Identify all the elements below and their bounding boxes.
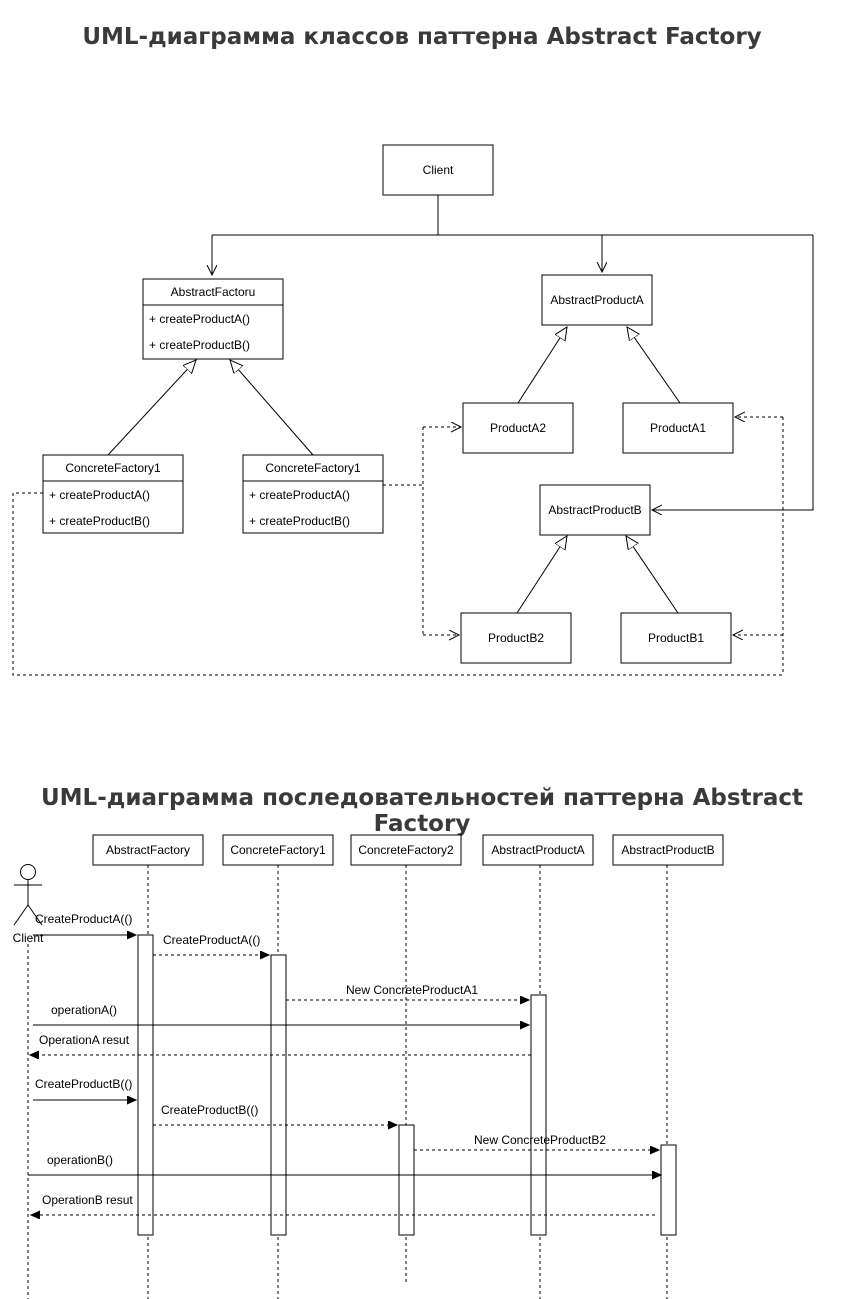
- product-a2-class: ProductA2: [462, 402, 574, 454]
- message-label-3: New ConcreteProductA1: [346, 983, 478, 997]
- participant-abstract-factory: AbstractFactory: [92, 834, 204, 866]
- abstract-factory-name: AbstractFactoru: [171, 285, 256, 299]
- participant-abstract-product-a: AbstractProductA: [482, 834, 594, 866]
- activation-concrete-factory2: [398, 1124, 415, 1236]
- abstract-product-a-label: AbstractProductA: [550, 293, 643, 307]
- concrete-factory-left-method-b: + createProductB(): [49, 514, 150, 528]
- message-label-5: OperationA resut: [39, 1033, 130, 1047]
- sequence-messages: [28, 935, 661, 1215]
- abstract-factory-class: AbstractFactoru + createProductA() + cre…: [142, 278, 284, 360]
- participant-abstract-product-b-label: AbstractProductB: [621, 843, 714, 857]
- concrete-factory-right-class: ConcreteFactory1 + createProductA() + cr…: [242, 454, 384, 534]
- product-b1-class: ProductB1: [620, 612, 732, 664]
- concrete-factory-right-method-b: + createProductB(): [249, 514, 350, 528]
- concrete-factory-left-name: ConcreteFactory1: [65, 461, 161, 475]
- activation-concrete-factory1: [270, 954, 287, 1236]
- abstract-factory-method-b: + createProductB(): [149, 338, 250, 352]
- abstract-product-b-label: AbstractProductB: [548, 503, 641, 517]
- participant-abstract-product-a-label: AbstractProductA: [491, 843, 584, 857]
- message-label-6: CreateProductB((): [35, 1077, 132, 1091]
- message-label-8: New ConcreteProductB2: [474, 1133, 606, 1147]
- abstract-factory-method-a: + createProductA(): [149, 312, 250, 326]
- product-b2-class: ProductB2: [460, 612, 572, 664]
- concrete-factory-left-class: ConcreteFactory1 + createProductA() + cr…: [42, 454, 184, 534]
- message-label-1: CreateProductA((): [35, 912, 132, 926]
- concrete-factory-right-name: ConcreteFactory1: [265, 461, 361, 475]
- participant-abstract-factory-label: AbstractFactory: [106, 843, 190, 857]
- participant-concrete-factory2-label: ConcreteFactory2: [358, 843, 454, 857]
- message-label-10: OperationB resut: [42, 1193, 133, 1207]
- concrete-factory-right-method-a: + createProductA(): [249, 488, 350, 502]
- participant-concrete-factory1: ConcreteFactory1: [222, 834, 334, 866]
- activation-abstract-product-b: [660, 1144, 677, 1236]
- abstract-product-b-class: AbstractProductB: [539, 484, 651, 536]
- sequence-diagram-title: UML-диаграмма последовательностей паттер…: [40, 785, 804, 837]
- client-class-label: Client: [423, 163, 454, 177]
- activation-abstract-factory: [137, 934, 154, 1236]
- client-actor-icon: [13, 864, 43, 926]
- class-diagram-title: UML-диаграмма классов паттерна Abstract …: [82, 24, 762, 50]
- product-a1-label: ProductA1: [650, 421, 706, 435]
- inheritance-lines: [107, 327, 681, 614]
- participant-concrete-factory1-label: ConcreteFactory1: [230, 843, 326, 857]
- client-class: Client: [382, 144, 494, 196]
- dependency-lines: [12, 417, 784, 676]
- product-b1-label: ProductB1: [648, 631, 704, 645]
- message-label-2: CreateProductA((): [163, 933, 260, 947]
- activation-bars: [137, 934, 677, 1236]
- product-b2-label: ProductB2: [488, 631, 544, 645]
- participant-abstract-product-b: AbstractProductB: [612, 834, 724, 866]
- client-actor-label: Client: [13, 931, 44, 945]
- activation-abstract-product-a: [530, 994, 547, 1236]
- product-a2-label: ProductA2: [490, 421, 546, 435]
- client-associations: [212, 195, 814, 510]
- message-label-7: CreateProductB((): [161, 1103, 258, 1117]
- message-label-9: operationB(): [47, 1153, 113, 1167]
- message-label-4: operationA(): [51, 1003, 117, 1017]
- abstract-product-a-class: AbstractProductA: [541, 274, 653, 326]
- product-a1-class: ProductA1: [622, 402, 734, 454]
- participant-concrete-factory2: ConcreteFactory2: [350, 834, 462, 866]
- concrete-factory-left-method-a: + createProductA(): [49, 488, 150, 502]
